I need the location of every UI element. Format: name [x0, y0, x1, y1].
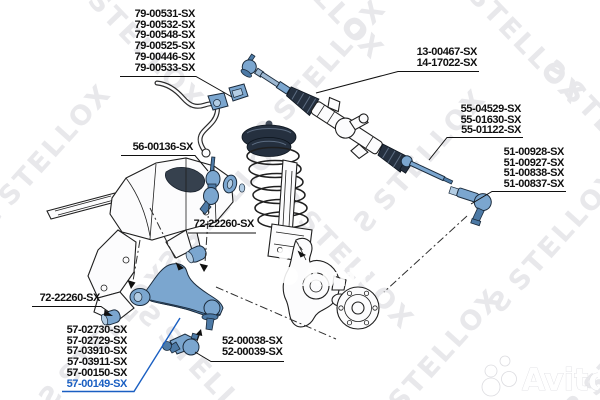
- leader-52: [194, 351, 284, 362]
- part-number: 52-00039-SX: [222, 345, 283, 358]
- label-group-72-left: 72-22260-SX: [28, 292, 101, 304]
- part-number: 55-01630-SX: [460, 113, 522, 126]
- photo-watermark-center: Avito: [256, 248, 370, 296]
- photo-watermark-bottom-right: Avito: [481, 355, 598, 398]
- label-group-52: 52-00038-SX 52-00039-SX: [222, 336, 294, 357]
- subframe-drawing: [46, 157, 234, 323]
- pointer-arrows: [104, 250, 306, 336]
- part-number-highlighted: 57-00149-SX: [66, 377, 128, 390]
- part-number: 55-04529-SX: [460, 103, 522, 115]
- part-number: 79-00531-SX: [134, 8, 196, 20]
- part-number: 51-00927-SX: [503, 156, 565, 169]
- leader-56: [121, 155, 209, 172]
- leader-57-highlight: [62, 317, 181, 393]
- label-group-55: 55-04529-SX 55-01630-SX 55-01122-SX: [449, 103, 522, 137]
- photo-service-name: Avito: [522, 363, 598, 398]
- part-number: 57-02729-SX: [66, 334, 128, 347]
- part-number: 72-22260-SX: [39, 292, 101, 304]
- label-group-79: 79-00531-SX 79-00532-SX 79-00548-SX 79-0…: [123, 8, 196, 74]
- part-number: 79-00533-SX: [134, 61, 196, 74]
- label-group-51: 51-00928-SX 51-00927-SX 51-00838-SX 51-0…: [492, 146, 565, 191]
- part-number: 51-00928-SX: [503, 146, 565, 158]
- part-number: 51-00838-SX: [503, 167, 565, 180]
- part-number: 55-01122-SX: [461, 124, 521, 137]
- control-arm-bushing-upper: [185, 245, 207, 264]
- label-group-56: 56-00136-SX: [121, 141, 194, 153]
- ball-joint: [162, 332, 200, 356]
- control-arm: [129, 263, 224, 331]
- part-number: 13-00467-SX: [416, 46, 478, 58]
- part-number: 52-00038-SX: [222, 335, 283, 347]
- steering-rack-drawing: [240, 53, 412, 174]
- leader-13: [315, 71, 479, 94]
- part-number: 51-00837-SX: [503, 178, 565, 191]
- label-group-13: 13-00467-SX 14-17022-SX: [405, 46, 478, 69]
- part-number: 57-00150-SX: [66, 366, 128, 379]
- stabilizer-link: [199, 156, 246, 215]
- leader-51: [470, 191, 566, 205]
- part-number: 79-00532-SX: [134, 18, 196, 31]
- inner-tie-rod: [400, 155, 454, 185]
- part-number: 79-00548-SX: [134, 29, 196, 42]
- part-number: 79-00525-SX: [134, 40, 196, 53]
- leader-79: [120, 76, 233, 98]
- part-number: 14-17022-SX: [416, 56, 478, 69]
- steering-knuckle-drawing: [282, 237, 347, 328]
- leader-72-left: [32, 306, 110, 313]
- part-number: 72-22260-SX: [193, 218, 255, 230]
- label-leader-lines: [32, 71, 566, 393]
- part-number: 79-00446-SX: [134, 50, 196, 63]
- part-number: 56-00136-SX: [132, 141, 194, 153]
- part-number: 57-03911-SX: [67, 356, 127, 369]
- stabilizer-clamp-bushing: [207, 83, 249, 111]
- assembly-centerlines: [132, 204, 468, 342]
- label-group-72-mid: 72-22260-SX: [182, 218, 255, 230]
- part-number: 57-02730-SX: [66, 324, 128, 336]
- wheel-hub-drawing: [331, 286, 380, 330]
- leader-55: [428, 137, 523, 161]
- label-group-57: 57-02730-SX 57-02729-SX 57-03910-SX 57-0…: [55, 324, 128, 390]
- part-number: 57-03910-SX: [66, 345, 128, 358]
- photo-service-name: Avito: [302, 263, 370, 293]
- tie-rod-end: [448, 186, 492, 227]
